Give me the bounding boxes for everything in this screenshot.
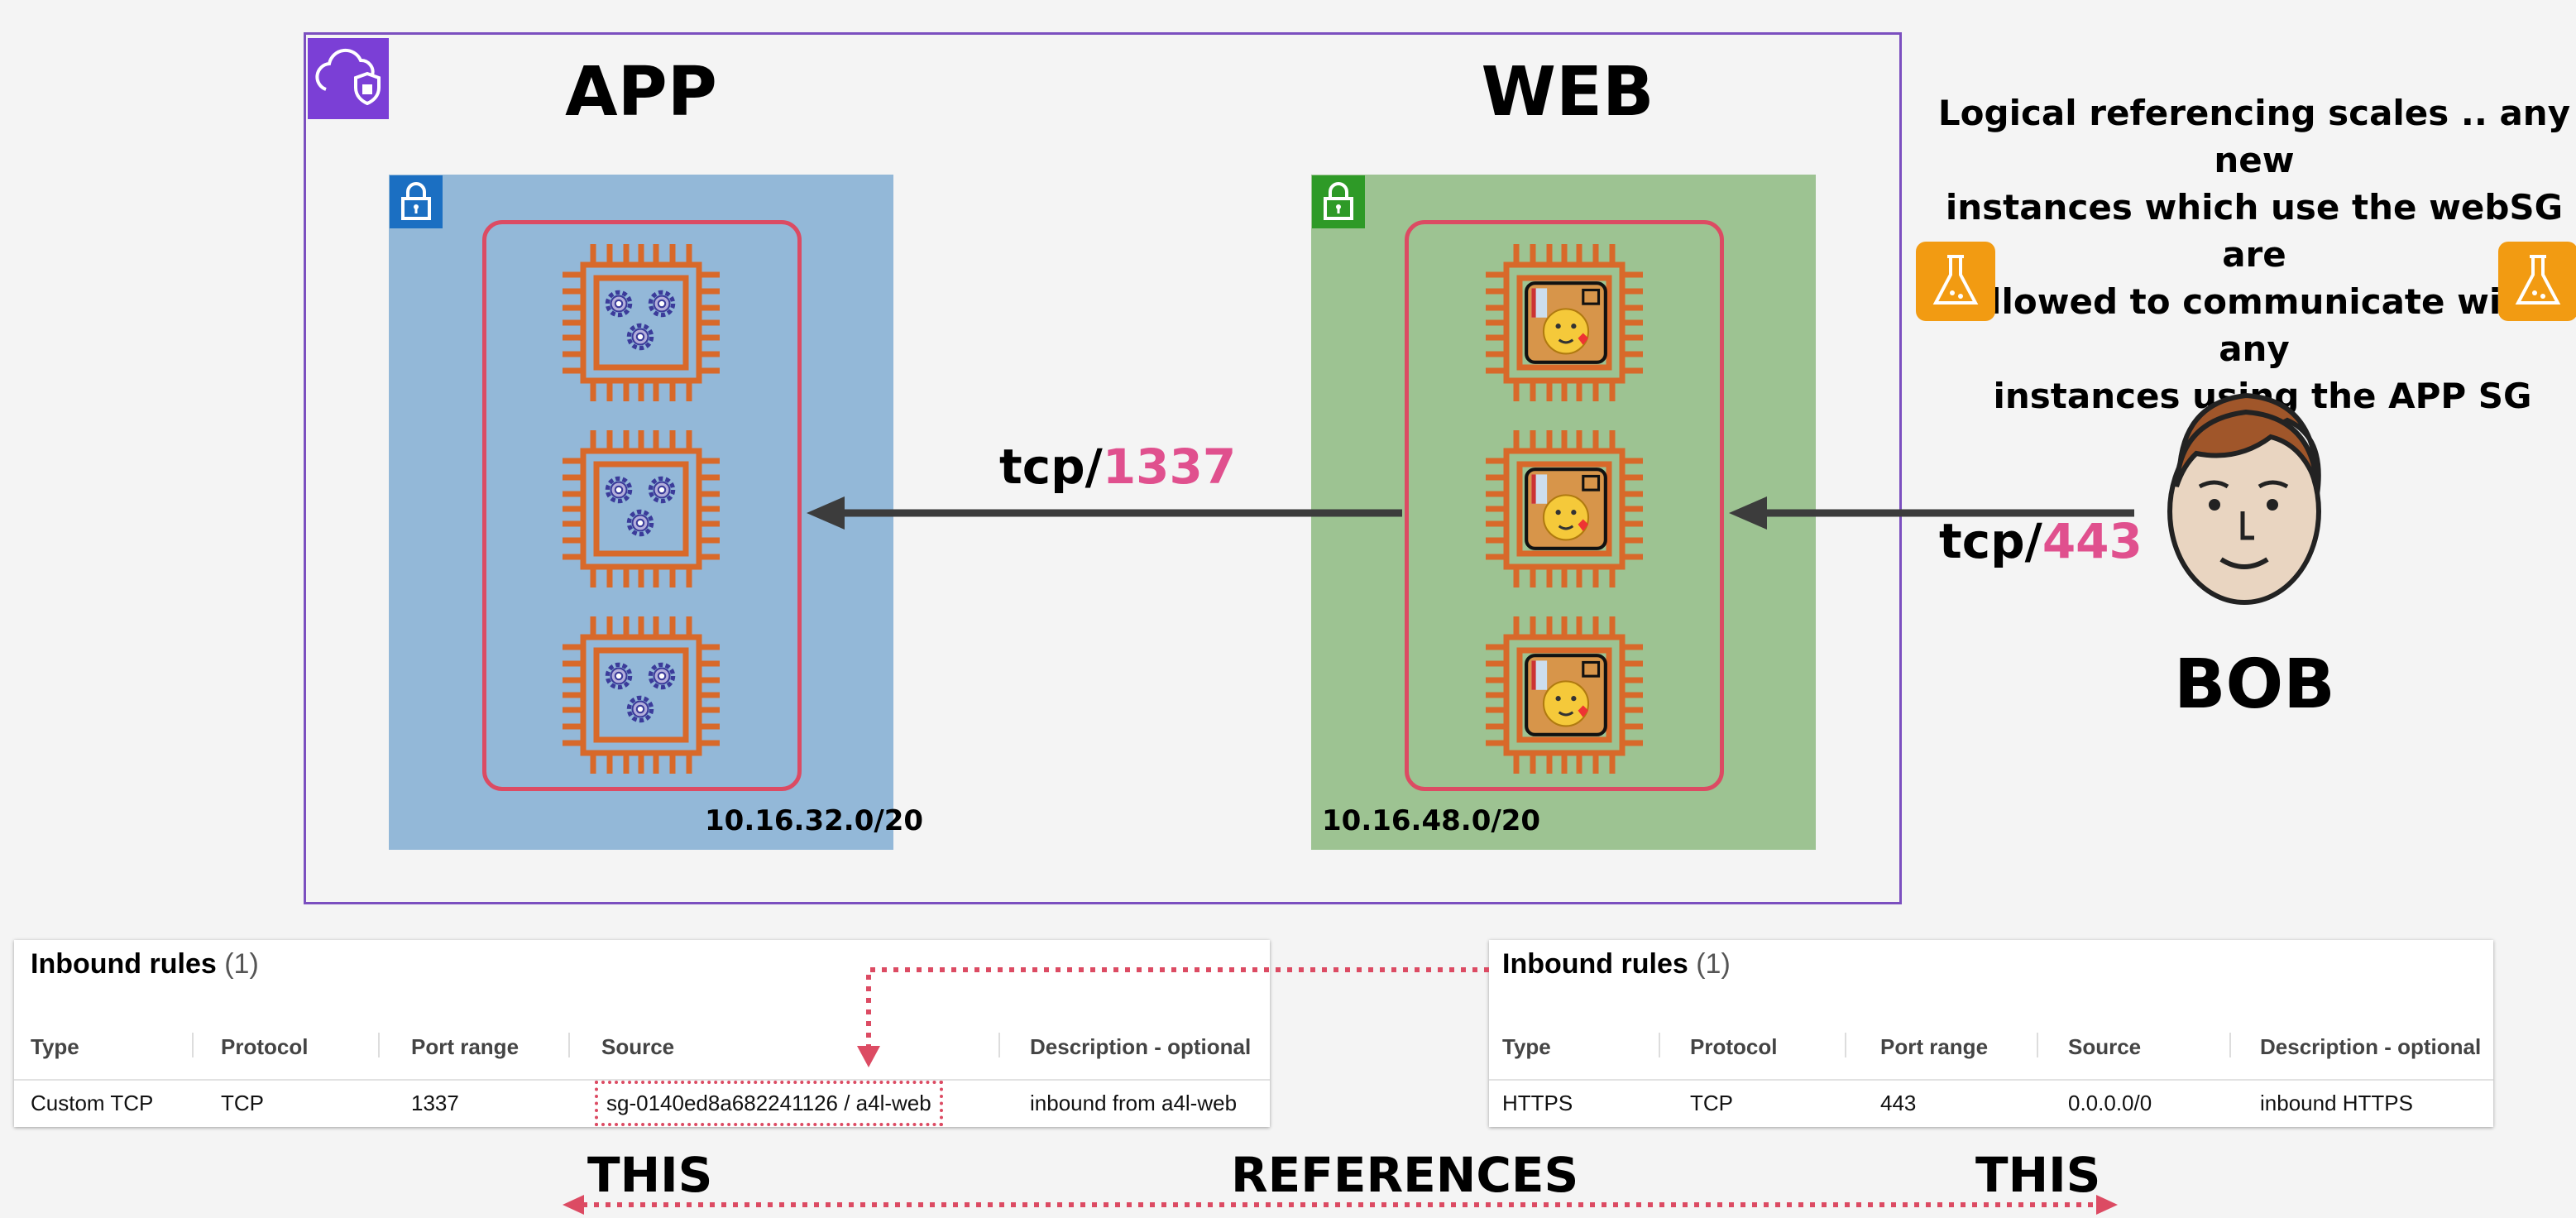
references-label: REFERENCES xyxy=(1231,1147,1579,1203)
padlock-icon xyxy=(1312,175,1365,228)
rule-type: Custom TCP xyxy=(31,1091,154,1115)
web-subnet-cidr: 10.16.48.0/20 xyxy=(1322,804,1541,837)
rule-protocol: TCP xyxy=(1690,1091,1733,1115)
vpc-cloud-shield-icon xyxy=(308,38,389,119)
panel-title: Inbound rules (1) xyxy=(31,948,259,980)
column-header: Description - optional xyxy=(2260,1034,2482,1059)
column-header: Type xyxy=(31,1034,79,1059)
ec2-chip-icon xyxy=(558,240,724,405)
rule-type: HTTPS xyxy=(1502,1091,1573,1115)
web-to-app-arrow xyxy=(807,496,1402,530)
reference-connector xyxy=(857,967,1489,1067)
ec2-chip-icon xyxy=(1482,612,1647,778)
web-instance xyxy=(1482,240,1647,405)
column-header: Type xyxy=(1502,1034,1551,1059)
user-name: BOB xyxy=(2174,645,2335,724)
app-subnet-cidr: 10.16.32.0/20 xyxy=(705,804,924,837)
padlock-icon xyxy=(390,175,443,228)
column-header: Protocol xyxy=(221,1034,309,1059)
column-header: Protocol xyxy=(1690,1034,1778,1059)
this-right-label: THIS xyxy=(1975,1147,2101,1203)
web-security-group xyxy=(1405,220,1724,791)
web-to-app-port-label: tcp/1337 xyxy=(999,439,1237,495)
app-instance xyxy=(558,240,724,405)
column-header: Port range xyxy=(411,1034,520,1059)
app-inbound-rules-panel: Inbound rules (1) Type Protocol Port ran… xyxy=(14,940,1270,1127)
flask-icon xyxy=(2498,242,2576,321)
app-instance xyxy=(558,612,724,778)
references-double-arrow xyxy=(563,1195,2118,1215)
rule-description: inbound from a4l-web xyxy=(1030,1091,1238,1115)
bob-to-web-arrow xyxy=(1729,496,2134,530)
web-instance xyxy=(1482,426,1647,592)
person-avatar-icon xyxy=(2147,371,2345,627)
app-tier-title: APP xyxy=(565,53,717,132)
ec2-chip-icon xyxy=(558,612,724,778)
column-header: Description - optional xyxy=(1030,1034,1252,1059)
panel-title: Inbound rules (1) xyxy=(1502,948,1731,980)
app-instance xyxy=(558,426,724,592)
web-instance xyxy=(1482,612,1647,778)
rule-source-sg-reference[interactable]: sg-0140ed8a682241126 / a4l-web xyxy=(595,1081,943,1126)
app-security-group xyxy=(482,220,802,791)
web-inbound-rules-panel: Inbound rules (1) Type Protocol Port ran… xyxy=(1489,940,2493,1127)
column-header: Source xyxy=(601,1034,675,1059)
rule-port-range: 1337 xyxy=(411,1091,459,1115)
web-tier-title: WEB xyxy=(1481,53,1654,132)
ec2-chip-icon xyxy=(1482,240,1647,405)
vpc-boundary xyxy=(304,32,1902,904)
column-header: Port range xyxy=(1880,1034,1989,1059)
flask-icon xyxy=(1916,242,1995,321)
rule-protocol: TCP xyxy=(221,1091,264,1115)
this-left-label: THIS xyxy=(587,1147,713,1203)
ec2-chip-icon xyxy=(558,426,724,592)
rule-description: inbound HTTPS xyxy=(2260,1091,2413,1115)
column-header: Source xyxy=(2068,1034,2142,1059)
rule-source: 0.0.0.0/0 xyxy=(2068,1091,2152,1115)
ec2-chip-icon xyxy=(1482,426,1647,592)
bob-to-web-port-label: tcp/443 xyxy=(1939,513,2143,569)
rule-port-range: 443 xyxy=(1880,1091,1917,1115)
